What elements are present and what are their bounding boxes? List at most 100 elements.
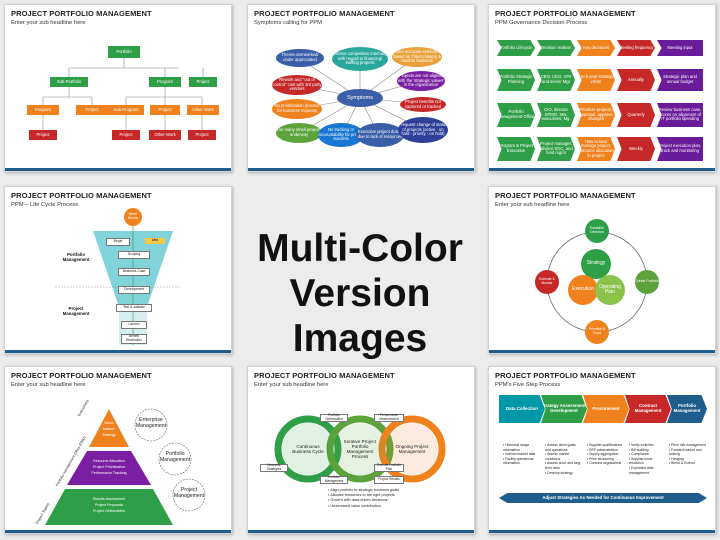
slide-title: PROJECT PORTFOLIO MANAGEMENT: [254, 9, 395, 18]
loop-tag: Portfolio Optimization: [320, 414, 348, 422]
slide-title: PROJECT PORTFOLIO MANAGEMENT: [495, 371, 636, 380]
stage-begin: Begin: [106, 238, 130, 246]
gov-cell: Prioritize projects, approval, approve c…: [577, 103, 615, 127]
step-strategy: Strategy Assessment/ Development: [541, 395, 587, 423]
loop-tag: Portfolio Management: [320, 476, 348, 484]
slide-title: PROJECT PORTFOLIO MANAGEMENT: [495, 9, 636, 18]
org-node-project: Project: [189, 77, 217, 87]
slide-thumbnail-governance[interactable]: PROJECT PORTFOLIO MANAGEMENT PPM Governa…: [488, 4, 716, 172]
symptom-bubble: Too many small projects underway: [276, 123, 322, 143]
title-bar: [248, 168, 474, 171]
label-portfolio-management: Portfolio Management: [159, 451, 191, 463]
gov-cell: Program & Project Execution: [497, 137, 535, 161]
pyramid-top-item: Mission: [102, 426, 116, 431]
label-enterprise-management: Enterprise Management: [135, 417, 167, 429]
pyramid-bot-item: Project Deliverables: [93, 508, 125, 513]
slide-thumbnail-pyramid[interactable]: PROJECT PORTFOLIO MANAGEMENT Enter your …: [4, 366, 232, 534]
slide-title: PROJECT PORTFOLIO MANAGEMENT: [254, 371, 395, 380]
pyramid-mid-item: Project Prioritization: [93, 464, 125, 469]
stage-scoping: Scoping: [118, 251, 150, 259]
slide-subtitle: PPM Governance Decision Process: [495, 20, 588, 26]
pyramid-mid-item: Performance Tracking: [91, 470, 127, 475]
step-data-collection: Data Collection: [499, 395, 545, 423]
bullet-item: • Govern with data-driven decisions: [328, 498, 388, 503]
gov-cell: Meeting frequency: [617, 40, 655, 56]
title-bar: [489, 350, 715, 353]
stage-test-validate: Test & validate: [116, 304, 152, 312]
gov-cell: Strategic plan and annual budget: [657, 69, 703, 91]
caption-line-2: Version Images: [289, 272, 431, 360]
outer-execute-monitor: Execute & Monitor: [535, 270, 559, 294]
label-project-management: Project Management: [173, 487, 205, 499]
gov-cell: Weekly: [617, 137, 655, 161]
slide-subtitle: Symptoms calling for PPM: [254, 20, 322, 26]
org-node-sub-program: Sub-Program: [108, 105, 144, 115]
loop-continuous-business-cycle: Continuous Business Cycle: [292, 443, 324, 454]
outer-prioritize-fund: Prioritize & Fund: [585, 320, 609, 344]
step-bullet: • Forward market and looking: [669, 447, 702, 457]
step-bullet: • Contract negotiations: [587, 461, 622, 466]
step-bullet: • Supply aggregation: [587, 452, 619, 457]
slide-thumbnail-cycle[interactable]: PROJECT PORTFOLIO MANAGEMENT Enter your …: [488, 186, 716, 354]
step-bullet: • Verify switches: [629, 443, 654, 447]
step-bullet: • Develop strategy: [545, 470, 573, 475]
meet-needs-circle: Meet Needs: [124, 208, 142, 226]
gov-cell: Key decisions: [577, 40, 615, 56]
org-node-portfolio: Portfolio: [108, 46, 140, 58]
step-bullet: • RFP administration: [587, 447, 618, 452]
step-bullet: • Facility operational information: [503, 456, 534, 466]
gov-cell: Project manager, Advisor SOC, and fund m…: [537, 137, 575, 161]
step-bullet: • Supplier qualifications: [587, 443, 623, 447]
slide-title: PROJECT PORTFOLIO MANAGEMENT: [11, 371, 152, 380]
symptom-bubble: Team accurate estimates based on Time's …: [392, 47, 442, 67]
org-node-program: Program: [149, 77, 181, 87]
stage-benefit-realization: Benefit Realization: [121, 334, 147, 344]
gov-cell: Review business case, scores on alignmen…: [657, 103, 703, 127]
outer-establish-direction: Establish Direction: [585, 219, 609, 243]
symptom-bubble: Rework and "out of control" cost with 3r…: [272, 75, 322, 95]
title-bar: [5, 168, 231, 171]
org-node-project: Project: [29, 130, 57, 140]
pyramid-bot-item: Results Assessment: [92, 496, 126, 501]
step-contract-management: Contract Management: [625, 395, 671, 423]
step-bullet: • Bill auditing: [629, 447, 649, 452]
slide-thumbnail-five-step[interactable]: PROJECT PORTFOLIO MANAGEMENT PPM's Five …: [488, 366, 716, 534]
stage-business-case: Business Case: [118, 268, 150, 276]
org-node-project: Project: [188, 130, 216, 140]
step-portfolio-management: Portfolio Management: [667, 395, 707, 423]
slide-thumbnail-loops[interactable]: PROJECT PORTFOLIO MANAGEMENT Enter your …: [247, 366, 475, 534]
loops-graphic: [274, 415, 446, 483]
slide-title: PROJECT PORTFOLIO MANAGEMENT: [11, 9, 152, 18]
pyramid-top-item: Vision: [104, 420, 114, 425]
step-bullet: • Compliance: [629, 452, 650, 457]
continuous-improvement-arrow: Adjust Strategies As Needed for Continuo…: [499, 493, 707, 503]
slide-title: PROJECT PORTFOLIO MANAGEMENT: [495, 191, 636, 200]
step-procurement: Procurement: [583, 395, 629, 423]
symptoms-center: Symptoms: [337, 89, 383, 107]
symptom-bubble: Frequent change of status of projects (a…: [398, 117, 448, 143]
slide-thumbnail-life-cycle[interactable]: PROJECT PORTFOLIO MANAGEMENT PPM – Life …: [4, 186, 232, 354]
symptom-bubble: Intense competition internally with rega…: [332, 47, 388, 71]
org-node-project: Project: [150, 105, 180, 115]
inner-operating-plan: Operating Plan: [595, 275, 625, 305]
bullet-item: • Understand value contribution: [328, 503, 381, 508]
title-bar: [5, 350, 231, 353]
slide-subtitle: Enter your sub headline here: [11, 382, 86, 388]
bullet-item: • Align portfolio to strategic business …: [328, 488, 399, 492]
step-column: • Assess client goals and operations • A…: [545, 443, 581, 475]
gov-cell: CEO, CEO, VPs and senior Mgr: [537, 69, 575, 91]
slide-thumbnail-org-chart[interactable]: PROJECT PORTFOLIO MANAGEMENT Enter your …: [4, 4, 232, 172]
slide-subtitle: Enter your sub headline here: [11, 20, 86, 26]
org-node-project: Project: [112, 130, 140, 140]
slide-thumbnail-symptoms[interactable]: PROJECT PORTFOLIO MANAGEMENT Symptoms ca…: [247, 4, 475, 172]
slide-subtitle: PPM – Life Cycle Process: [11, 202, 79, 208]
pyramid-graphic: [45, 408, 206, 525]
symptom-connectors: [297, 56, 424, 138]
slide-subtitle: PPM's Five Step Process: [495, 382, 561, 388]
slide-subtitle: Enter your sub headline here: [254, 382, 329, 388]
gov-cell: 3 to 5 year strategic vision: [577, 69, 615, 91]
step-bullet: • Blend & Extend: [669, 461, 695, 466]
outer-create-portfolio: Create Portfolio: [635, 270, 659, 294]
stage-development: Development: [118, 286, 150, 294]
pyramid-mid-item: Resource Allocation: [93, 458, 125, 463]
